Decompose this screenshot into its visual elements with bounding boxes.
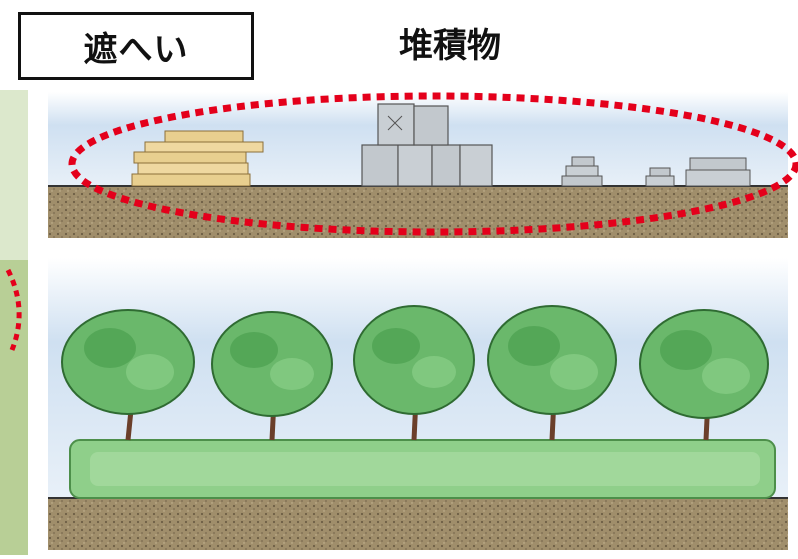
tree-row bbox=[61, 305, 769, 441]
top-scene bbox=[48, 92, 798, 238]
box-stack bbox=[361, 103, 493, 187]
bottom-scene bbox=[48, 258, 788, 550]
tree bbox=[487, 305, 617, 441]
deposits-title: 堆積物 bbox=[399, 26, 501, 66]
tree bbox=[61, 309, 195, 441]
tree bbox=[353, 305, 475, 441]
bottom-soil bbox=[48, 498, 788, 550]
tree bbox=[211, 311, 333, 441]
lumber-pile bbox=[131, 130, 264, 187]
highlight-dotted-ellipse bbox=[68, 92, 798, 236]
shielding-label-box: 遮へい bbox=[18, 12, 254, 80]
brick-piles bbox=[561, 156, 751, 187]
tree bbox=[639, 309, 769, 441]
shielding-label: 遮へい bbox=[83, 29, 189, 70]
